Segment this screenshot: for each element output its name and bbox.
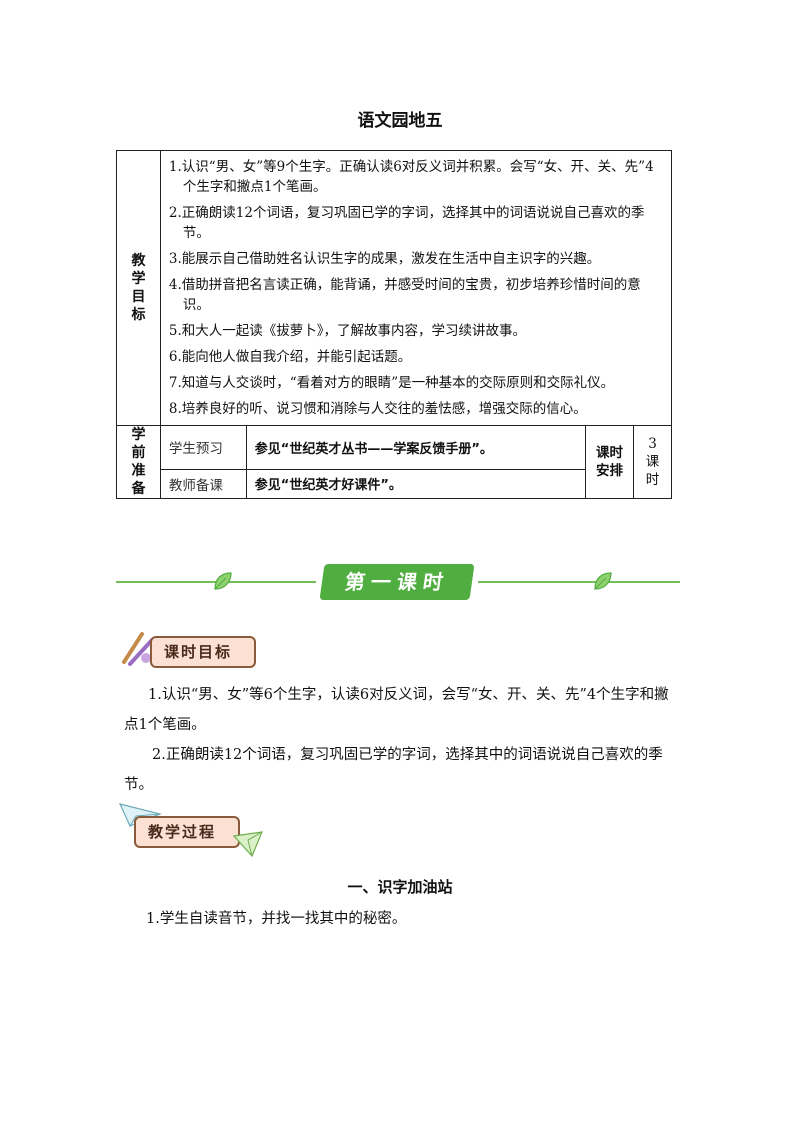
lesson-goals-tag: 课时目标	[150, 636, 256, 668]
lesson-plan-table: 教学目标 1.认识“男、女”等9个生字。正确认读6对反义词并积累。会写“女、开、…	[116, 150, 673, 500]
process-tag: 教学过程	[134, 816, 240, 848]
goal-item: 4.借助拼音把名言读正确，能背诵，并感受时间的宝贵，初步培养珍惜时间的意识。	[168, 277, 641, 313]
goal-item: 7.知道与人交谈时，“看着对方的眼睛”是一种基本的交际原则和交际礼仪。	[168, 375, 615, 391]
hours-value: 3课时	[645, 436, 660, 488]
lesson-goal-2: 2.正确朗读12个词语，复习巩固已学的字词，选择其中的词语说说自己喜欢的季节。	[124, 747, 663, 793]
goal-item: 3.能展示自己借助姓名认识生字的成果，激发在生活中自主识字的兴趣。	[168, 251, 601, 267]
banner-title: 第一课时	[319, 564, 475, 600]
page-title: 语文园地五	[357, 111, 443, 131]
goal-item: 8.培养良好的听、说习惯和消除与人交往的羞怯感，增强交际的信心。	[168, 401, 587, 417]
goals-row: 教学目标 1.认识“男、女”等9个生字。正确认读6对反义词并积累。会写“女、开、…	[116, 150, 673, 426]
goal-item: 1.认识“男、女”等9个生字。正确认读6对反义词并积累。会写“女、开、关、先”4…	[168, 159, 654, 195]
prep-label-cell: 学前准备	[116, 425, 161, 499]
goals-cell: 1.认识“男、女”等9个生字。正确认读6对反义词并积累。会写“女、开、关、先”4…	[159, 150, 673, 426]
prep-row-student: 学前准备 学生预习 参见“世纪英才丛书——学案反馈手册”。 课时安排 3课时	[116, 425, 672, 499]
lesson-banner: 第一课时	[116, 562, 680, 602]
paper-plane-icon	[232, 831, 263, 858]
leaf-icon	[214, 572, 232, 590]
step-1: 1.学生自读音节，并找一找其中的秘密。	[146, 911, 407, 927]
pencils-icon	[122, 632, 154, 666]
section-title: 一、识字加油站	[347, 878, 453, 896]
goal-item: 2.正确朗读12个词语，复习巩固已学的字词，选择其中的词语说说自己喜欢的季节。	[168, 205, 645, 241]
banner-line-right	[478, 581, 680, 583]
hours-value-cell: 3课时	[633, 425, 672, 499]
teacher-prep-text: 参见“世纪英才好课件”。	[245, 468, 587, 500]
student-prep-label: 学生预习	[159, 425, 247, 470]
hours-label: 课时安排	[596, 445, 624, 479]
teacher-prep-label: 教师备课	[159, 468, 247, 500]
student-prep-text: 参见“世纪英才丛书——学案反馈手册”。	[245, 425, 587, 470]
prep-label: 学前准备	[131, 427, 146, 497]
hours-label-cell: 课时安排	[585, 425, 635, 499]
lesson-goal-1: 1.认识“男、女”等6个生字，认读6对反义词，会写“女、开、关、先”4个生字和撇…	[124, 687, 669, 733]
goals-label: 教学目标	[131, 253, 146, 323]
goal-item: 5.和大人一起读《拔萝卜》，了解故事内容，学习续讲故事。	[168, 323, 527, 339]
goal-item: 6.能向他人做自我介绍，并能引起话题。	[168, 349, 412, 365]
prep-row-teacher: 教师备课 参见“世纪英才好课件”。	[117, 468, 672, 500]
leaf-icon	[594, 572, 612, 590]
goals-label-cell: 教学目标	[116, 150, 161, 426]
